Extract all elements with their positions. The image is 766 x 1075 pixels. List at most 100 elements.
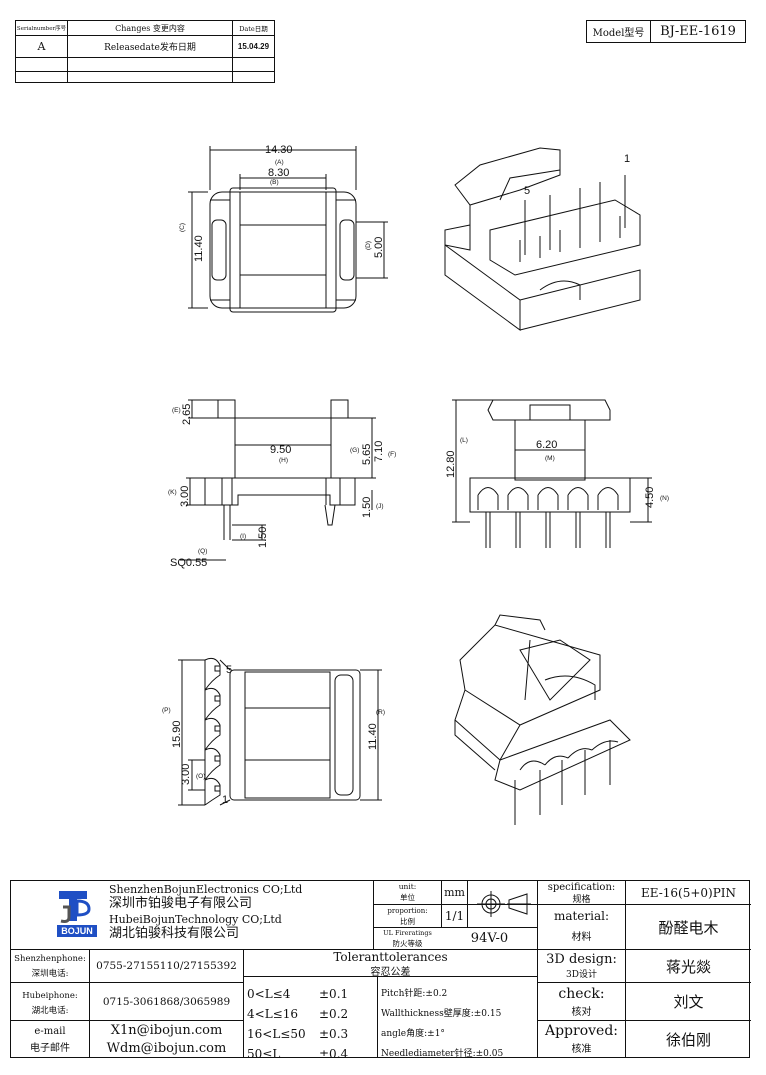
dim-6-20: 6.20 — [536, 439, 557, 451]
front-view-dims: 12.80 (L) 6.20 (M) 4.50 (N) — [445, 437, 669, 508]
top-view — [188, 146, 388, 313]
side-view — [180, 399, 376, 561]
revision-header-changes: Changes 变更内容 — [115, 23, 185, 33]
approved-label-cn: 核准 — [571, 1044, 592, 1055]
hb-phone-label-en: Hubeiphone: — [22, 991, 78, 1001]
tolerances-title: Toleranttolerances — [333, 950, 448, 964]
pin-label-1: 1 — [222, 794, 228, 806]
tolerance-value-1: ±0.1 — [319, 987, 349, 1001]
sz-phone-label-en: Shenzhenphone: — [14, 954, 86, 964]
dim-label-b: (B) — [270, 179, 279, 186]
dim-15-90: 15.90 — [171, 720, 183, 748]
dim-label-e: (E) — [172, 407, 181, 414]
design-label-cn: 3D设计 — [566, 970, 597, 980]
proportion-value: 1/1 — [444, 909, 465, 923]
dim-label-g: (G) — [350, 447, 359, 454]
dim-label-p: (P) — [162, 707, 171, 714]
dim-label-m: (M) — [545, 455, 555, 462]
top-view-dims: 14.30 (A) 8.30 (B) (C) 11.40 (D) 5.00 — [179, 144, 385, 262]
bottom-view — [178, 657, 382, 806]
logo-text: BOJUN — [57, 925, 97, 937]
proportion-label-en: proportion: — [387, 906, 428, 915]
model-value: BJ-EE-1619 — [660, 24, 736, 39]
sz-phone-label-cn: 深圳电话: — [31, 969, 69, 979]
title-block: BOJUN ShenzhenBojunElectronics CO;Ltd 深圳… — [10, 880, 751, 1061]
dim-12-80: 12.80 — [445, 450, 457, 478]
dim-label-c: (C) — [179, 223, 186, 232]
dim-11-40-bottom: 11.40 — [367, 723, 379, 750]
check-value: 刘文 — [673, 993, 704, 1011]
material-value: 酚醛电木 — [658, 918, 719, 937]
dim-2-65: 2.65 — [181, 404, 193, 425]
dim-7-10: 7.10 — [373, 441, 385, 462]
iso-view-bottom — [454, 614, 631, 825]
proportion-label-cn: 比例 — [400, 917, 415, 926]
spec-label-cn: 规格 — [572, 895, 591, 904]
dim-label-q: (Q) — [198, 548, 207, 555]
tolerance-range-3: 16<L≤50 — [247, 1027, 306, 1041]
revision-header-date: Date日期 — [239, 25, 268, 33]
revision-change: Releasedate发布日期 — [104, 43, 196, 53]
dim-3-00-bottom: 3.00 — [180, 764, 192, 785]
dim-label-j: (J) — [376, 503, 384, 510]
approved-label-en: Approved: — [544, 1023, 619, 1039]
email-label-en: e-mail — [34, 1025, 66, 1037]
pin-label-5: 5 — [226, 664, 232, 676]
dim-11-40: 11.40 — [193, 235, 205, 262]
note-needle-diameter: Needlediameter针径:±0.05 — [381, 1049, 504, 1059]
email-2: Wdm@ibojun.com — [106, 1040, 227, 1056]
model-box: Model型号 BJ-EE-1619 — [586, 20, 746, 43]
dim-3-00: 3.00 — [179, 486, 191, 507]
technical-drawing: 14.30 (A) 8.30 (B) (C) 11.40 (D) 5.00 (E… — [162, 144, 669, 825]
unit-value: mm — [444, 886, 465, 899]
company-en-2: HubeiBojunTechnology CO;Ltd — [109, 913, 282, 926]
dim-label-k: (K) — [168, 489, 177, 496]
fire-label-en: UL Fireratings — [383, 928, 432, 937]
dim-sq0-55: SQ0.55 — [170, 557, 207, 569]
dim-label-h: (H) — [279, 457, 288, 464]
iso-view-top — [444, 147, 641, 331]
tolerance-range-4: 50≤L — [247, 1047, 281, 1061]
dim-label-o: (O) — [196, 773, 205, 780]
unit-label-en: unit: — [398, 882, 417, 891]
iso-view-labels: 1 5 — [524, 153, 630, 197]
spec-label-en: specification: — [547, 881, 616, 893]
revision-table: Serialnumber序号 Changes 变更内容 Date日期 A Rel… — [15, 20, 275, 83]
unit-label-cn: 单位 — [400, 893, 415, 902]
design-value: 蒋光燚 — [665, 957, 711, 976]
spec-value: EE-16(5+0)PIN — [640, 885, 737, 900]
material-label-en: material: — [553, 909, 610, 923]
tolerances-cn: 容忍公差 — [370, 966, 411, 977]
dim-label-n: (N) — [660, 495, 669, 502]
dim-4-50: 4.50 — [644, 487, 656, 508]
tolerance-value-2: ±0.2 — [319, 1007, 349, 1021]
company-en-1: ShenzhenBojunElectronics CO;Ltd — [109, 883, 303, 896]
dim-label-r: (R) — [376, 709, 385, 716]
approved-value: 徐伯刚 — [665, 1030, 711, 1049]
note-wall-thickness: Wallthickness壁厚度:±0.15 — [381, 1009, 502, 1019]
sz-phone: 0755-27155110/27155392 — [96, 960, 237, 972]
design-label-en: 3D design: — [546, 951, 617, 967]
fire-value: 94V-0 — [470, 931, 509, 946]
front-view — [452, 399, 652, 548]
revision-date: 15.04.29 — [237, 42, 270, 51]
fire-label-cn: 防火等级 — [392, 939, 423, 948]
projection-symbol-icon — [473, 885, 533, 923]
dim-label-i: (I) — [240, 533, 246, 540]
dim-5-65: 5.65 — [361, 444, 373, 465]
email-label-cn: 电子邮件 — [30, 1042, 70, 1054]
email-1: X1n@ibojun.com — [110, 1022, 223, 1038]
dim-label-l: (L) — [460, 437, 468, 444]
dim-9-50: 9.50 — [270, 444, 291, 456]
tolerance-value-3: ±0.3 — [319, 1027, 349, 1041]
revision-header-serial: Serialnumber序号 — [16, 26, 67, 32]
material-label-cn: 材料 — [571, 931, 592, 943]
dim-label-f: (F) — [388, 451, 396, 458]
dim-5-00: 5.00 — [373, 237, 385, 258]
hb-phone-label-cn: 湖北电话: — [31, 1006, 69, 1016]
company-cn-2: 湖北铂骏科技有限公司 — [109, 926, 240, 941]
check-label-en: check: — [558, 986, 605, 1002]
hb-phone: 0715-3061868/3065989 — [102, 995, 231, 1008]
dim-14-30: 14.30 — [265, 144, 293, 156]
dim-label-a: (A) — [275, 159, 284, 166]
